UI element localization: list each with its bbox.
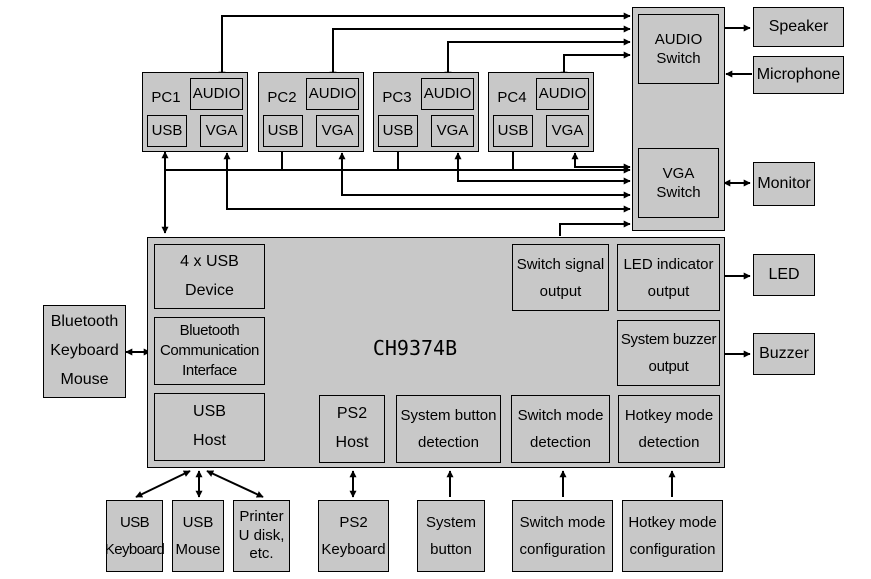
pc2-usb-port (263, 115, 303, 147)
usb-mouse-box (172, 500, 224, 572)
system-button-box (417, 500, 485, 572)
vga-switch (638, 148, 719, 218)
usb-host-block (154, 393, 265, 461)
pc1-usb-port (147, 115, 187, 147)
buzzer-box (753, 333, 815, 375)
pc3-vga-port (431, 115, 474, 147)
pc3-audio-port (421, 78, 474, 110)
pc2-audio-port (306, 78, 359, 110)
hotkey-mode-detection-block (618, 395, 720, 463)
pc4-usb-port (493, 115, 533, 147)
led-indicator-output-block (617, 244, 720, 311)
hotkey-mode-config-box (622, 500, 723, 572)
monitor-box (753, 162, 815, 206)
system-button-detection-block (396, 395, 501, 463)
speaker-box (753, 7, 844, 47)
ps2-host-block (319, 395, 385, 463)
usb-device-block (154, 244, 265, 309)
switch-signal-output-block (512, 244, 609, 311)
pc2-vga-port (316, 115, 359, 147)
printer-box (233, 500, 290, 572)
bluetooth-keyboard-mouse-box (43, 305, 126, 398)
system-buzzer-output-block (617, 320, 720, 386)
pc4-vga-port (546, 115, 589, 147)
microphone-box (753, 56, 844, 94)
usb-keyboard-box (106, 500, 163, 572)
pc4-audio-port (536, 78, 589, 110)
pc3-usb-port (378, 115, 418, 147)
pc1-audio-port (190, 78, 243, 110)
bluetooth-interface-block (154, 317, 265, 385)
switch-mode-config-box (512, 500, 613, 572)
switch-mode-detection-block (511, 395, 610, 463)
pc1-vga-port (200, 115, 243, 147)
ps2-keyboard-box (318, 500, 389, 572)
audio-switch (638, 14, 719, 84)
led-box (753, 254, 815, 296)
